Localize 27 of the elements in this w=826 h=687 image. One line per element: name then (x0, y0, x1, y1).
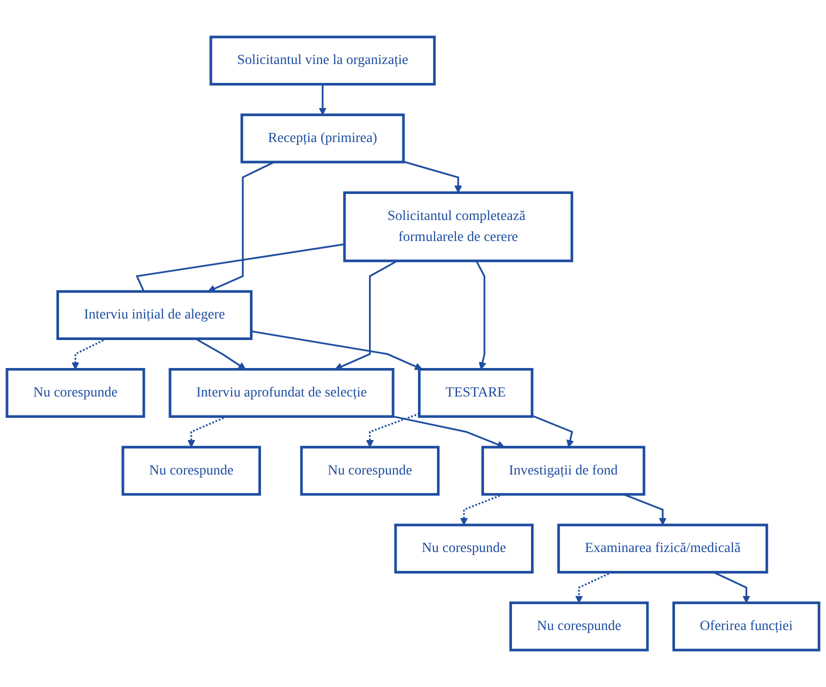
arrow (251, 330, 422, 370)
arrow (713, 571, 750, 604)
node-box: Nu corespunde (300, 446, 440, 496)
arrow (476, 260, 486, 370)
node-box: Nu corespunde (394, 524, 534, 574)
node-box: Examinarea fizică/medicală (557, 524, 768, 574)
arrow (532, 414, 574, 448)
node-box: Oferirea funcției (672, 601, 820, 652)
arrow (392, 416, 505, 448)
node-box: Interviu inițial de alegere (56, 290, 253, 340)
node-box: Solicitantul vine la organizație (210, 36, 436, 86)
node-box: Nu corespunde (122, 446, 261, 496)
node-box: TESTARE (418, 368, 534, 418)
arrow (195, 338, 246, 370)
node-box: Investigații de fond (481, 446, 646, 496)
node-box: Solicitantul completează formularele de cerere (343, 191, 574, 262)
connector (136, 243, 345, 292)
node-box: Recepția (primirea) (240, 113, 405, 164)
node-box: Nu corespunde (509, 601, 649, 652)
arrow (460, 494, 504, 526)
arrow (623, 494, 667, 526)
node-box: Interviu aprofundat de selecție (168, 368, 394, 418)
arrow (208, 161, 275, 292)
arrow (334, 260, 398, 370)
arrow (318, 84, 326, 116)
arrow (403, 160, 462, 193)
node-box: Nu corespunde (6, 368, 146, 418)
